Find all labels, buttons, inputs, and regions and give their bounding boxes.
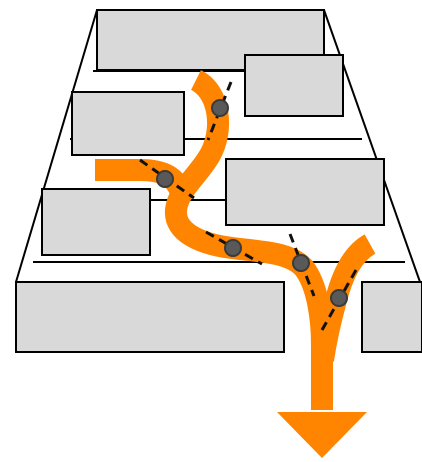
flow-main-trunk [165,70,333,410]
node-4 [292,254,310,272]
node-1 [211,99,229,117]
nodes [156,99,348,307]
frame-left-edge [15,9,98,283]
block-bottom-right [361,281,422,353]
frame-right-edge [323,9,421,283]
block-upper-right [244,54,344,117]
node-5 [330,289,348,307]
blocks [15,9,422,353]
node-2 [156,170,174,188]
block-middle-left [41,188,151,256]
flow-arrowhead [277,412,367,458]
node-3 [224,239,242,257]
block-bottom-left [15,281,285,353]
block-middle-right [225,158,385,226]
block-upper-left [71,91,185,156]
